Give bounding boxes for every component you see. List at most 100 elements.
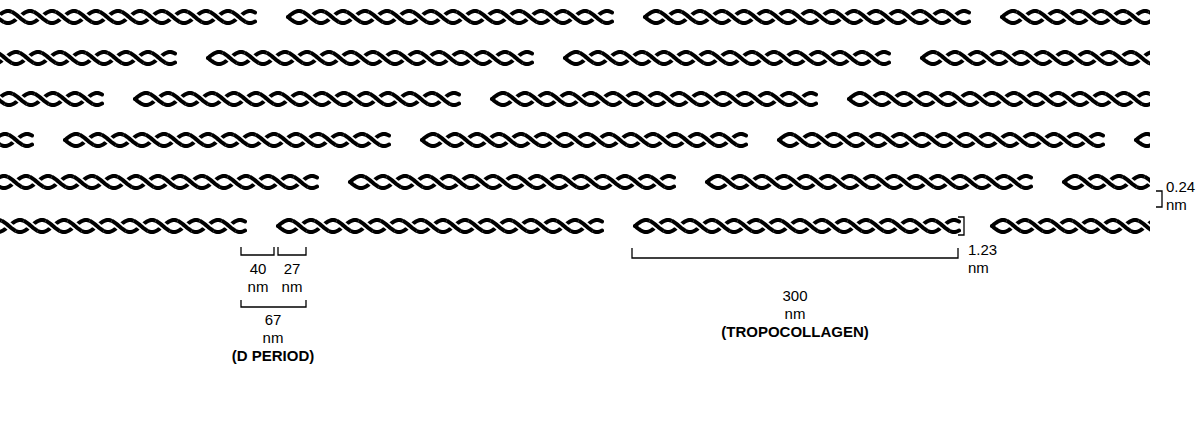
helix-strand	[992, 220, 1150, 232]
strand-gap	[624, 53, 638, 63]
strand-gap	[190, 135, 204, 145]
helix-strand	[694, 221, 708, 231]
helix-strand	[959, 53, 973, 63]
strand-gap	[228, 177, 242, 187]
helix-strand	[134, 221, 148, 231]
helix-strand	[1127, 12, 1141, 22]
helix-strand	[96, 177, 110, 187]
strand-gap	[854, 177, 868, 187]
strand-gap	[348, 94, 362, 104]
helix-strand	[766, 177, 780, 187]
strand-gap	[304, 94, 318, 104]
helix-strand	[333, 53, 347, 63]
helix-strand	[0, 93, 102, 105]
strand-gap	[778, 53, 792, 63]
helix-strand	[804, 221, 818, 231]
strand-gap	[814, 12, 828, 22]
helix-strand	[421, 53, 435, 63]
helix-strand	[387, 177, 401, 187]
strand-gap	[421, 53, 435, 63]
strand-gap	[800, 53, 814, 63]
helix-strand	[1069, 53, 1083, 63]
strand-gap	[0, 94, 5, 104]
helix-strand	[208, 52, 532, 64]
strand-gap	[347, 12, 361, 22]
helix-strand	[849, 93, 1150, 105]
tropocollagen-molecule	[1064, 176, 1150, 188]
strand-gap	[146, 135, 160, 145]
helix-strand	[744, 177, 758, 187]
strand-gap	[595, 94, 609, 104]
helix-strand	[1113, 53, 1127, 63]
helix-strand	[779, 134, 1103, 146]
helix-strand	[860, 135, 874, 145]
helix-strand	[272, 177, 286, 187]
helix-strand	[848, 221, 862, 231]
helix-strand	[0, 52, 175, 64]
helix-strand	[184, 177, 198, 187]
helix-strand	[573, 94, 587, 104]
helix-strand	[660, 12, 674, 22]
helix-strand	[475, 177, 489, 187]
strand-gap	[124, 135, 138, 145]
helix-strand	[392, 94, 406, 104]
helix-strand	[992, 135, 1006, 145]
helix-strand	[156, 221, 170, 231]
strand-gap	[365, 177, 379, 187]
strand-gap	[178, 221, 192, 231]
strand-gap	[567, 12, 581, 22]
helix-strand	[278, 220, 602, 232]
helix-strand	[832, 177, 846, 187]
helix-strand	[836, 12, 850, 22]
strand-gap	[96, 177, 110, 187]
strand-gap	[322, 135, 336, 145]
strand-gap	[1095, 221, 1109, 231]
strand-gap	[503, 135, 517, 145]
helix-strand	[535, 221, 549, 231]
strand-gap	[370, 94, 384, 104]
helix-strand	[964, 177, 978, 187]
helix-strand	[359, 221, 373, 231]
strand-gap	[635, 135, 649, 145]
helix-strand	[946, 12, 960, 22]
helix-strand	[135, 93, 459, 105]
helix-strand	[1080, 135, 1094, 145]
strand-gap	[86, 53, 100, 63]
strand-gap	[0, 53, 12, 63]
strand-gap	[425, 221, 439, 231]
strand-gap	[469, 221, 483, 231]
strand-gap	[1018, 94, 1032, 104]
strand-gap	[836, 12, 850, 22]
helix-strand	[749, 94, 763, 104]
strand-gap	[0, 135, 1, 145]
helix-strand	[657, 135, 671, 145]
helix-strand	[738, 221, 752, 231]
strand-gap	[1008, 177, 1022, 187]
strand-gap	[57, 94, 71, 104]
strand-gap	[453, 177, 467, 187]
helix-strand	[465, 53, 479, 63]
helix-strand	[497, 177, 511, 187]
tropocollagen-molecule	[492, 93, 816, 105]
helix-strand	[1051, 221, 1065, 231]
strand-gap	[942, 177, 956, 187]
strand-gap	[794, 135, 808, 145]
helix-strand	[523, 12, 537, 22]
helix-strand	[399, 53, 413, 63]
spacing-bracket	[1156, 191, 1162, 207]
helix-strand	[222, 221, 236, 231]
helix-strand	[168, 135, 182, 145]
helix-strand	[793, 94, 807, 104]
helix-strand	[322, 135, 336, 145]
strand-gap	[838, 135, 852, 145]
strand-gap	[579, 221, 593, 231]
helix-strand	[304, 94, 318, 104]
helix-strand	[344, 135, 358, 145]
strand-gap	[56, 12, 70, 22]
helix-strand	[350, 176, 674, 188]
helix-strand	[579, 221, 593, 231]
helix-strand	[289, 53, 303, 63]
strand-gap	[607, 177, 621, 187]
strand-gap	[557, 221, 571, 231]
strand-gap	[822, 53, 836, 63]
